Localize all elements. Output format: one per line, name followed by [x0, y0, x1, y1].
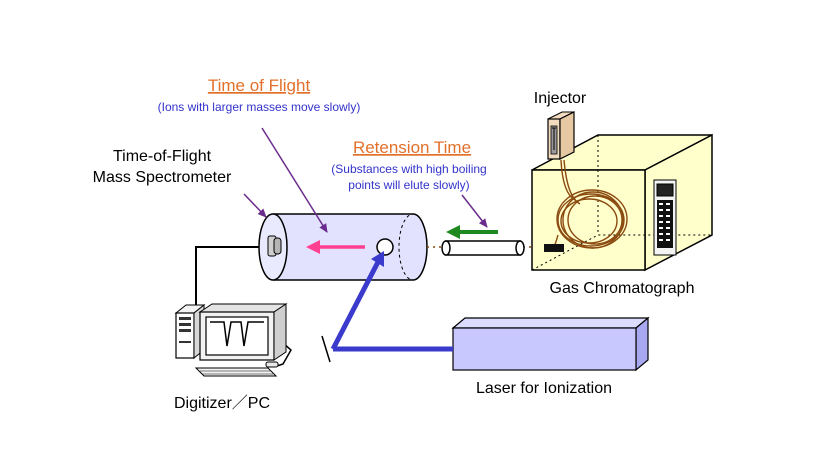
ion-flight-arrow — [306, 240, 365, 254]
gc-outlet-connector — [544, 244, 564, 252]
elution-arrow — [446, 225, 498, 239]
laser-source — [451, 316, 650, 372]
pc-cable — [276, 342, 292, 367]
time-of-flight-heading: Time of Flight — [208, 76, 311, 95]
time-of-flight-note: (Ions with larger masses move slowly) — [158, 100, 361, 114]
gas-chromatograph — [531, 133, 713, 272]
digitizer-pc-label: Digitizer／PC — [174, 395, 270, 412]
spectrum-trace — [210, 321, 264, 347]
gas-chromatograph-label: Gas Chromatograph — [550, 280, 695, 297]
monitor-screen — [205, 316, 269, 356]
gc-control-panel — [653, 179, 677, 256]
laser-beam — [321, 251, 453, 363]
laser-label: Laser for Ionization — [476, 380, 612, 397]
signal-cable — [195, 246, 262, 312]
retension-time-note-line1: (Substances with high boiling — [331, 162, 486, 176]
tofms-pointer-line — [243, 193, 267, 218]
transfer-tube — [441, 240, 525, 256]
tofms-label-line2: Mass Spectrometer — [93, 169, 232, 186]
capillary-column — [551, 159, 628, 249]
rt-pointer-line — [461, 194, 488, 228]
injector-label: Injector — [534, 90, 587, 107]
digitizer-pc — [174, 303, 288, 377]
laser-mirror — [321, 335, 331, 363]
retension-time-heading: Retension Time — [353, 138, 471, 157]
retension-time-note-line2: points will elute slowly) — [348, 178, 469, 192]
injector — [547, 111, 575, 160]
tof-pointer-line — [261, 127, 328, 233]
ionization-point — [376, 238, 394, 256]
tofms-label-line1: Time-of-Flight — [113, 148, 212, 165]
